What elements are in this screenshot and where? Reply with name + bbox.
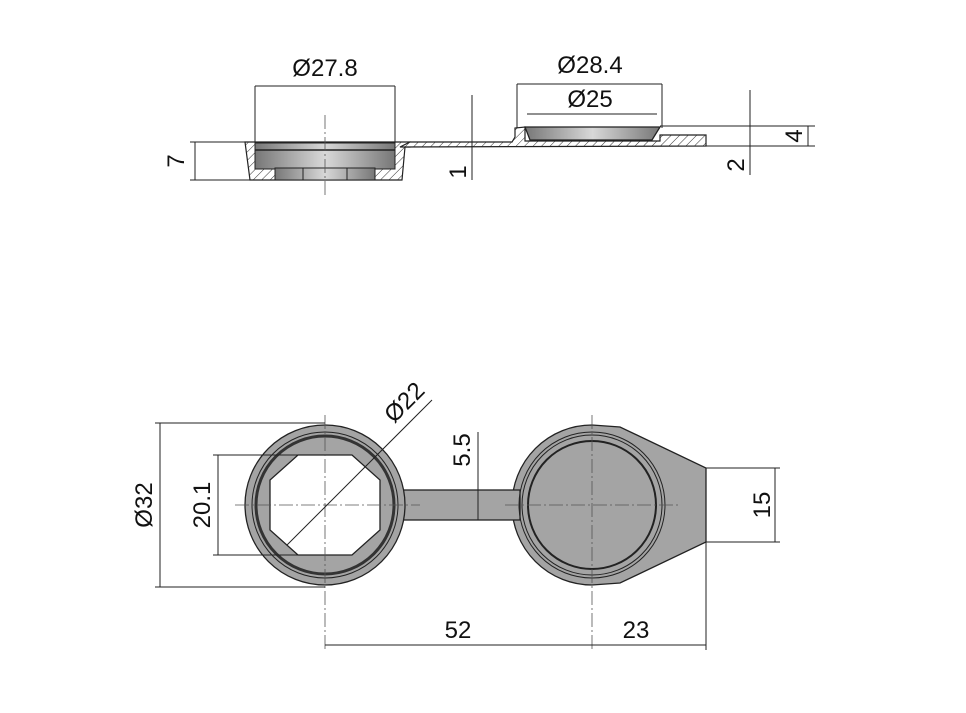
right-cap-recess [524, 126, 662, 141]
dim-tab-length: 23 [623, 617, 650, 644]
dim-strap-width: 5.5 [449, 433, 476, 466]
dim-left-cup-diameter: Ø27.8 [292, 55, 357, 82]
dim-ring-diameter: Ø32 [131, 482, 158, 527]
top-view: Ø32 20.1 Ø22 5.5 15 52 23 [131, 377, 780, 650]
dim-hole-width: 20.1 [189, 482, 216, 529]
dim-center-distance: 52 [445, 617, 472, 644]
dim-right-outer-diameter: Ø28.4 [557, 52, 622, 79]
dim-right-inner-diameter: Ø25 [567, 86, 612, 113]
dim-cup-height: 7 [163, 154, 190, 167]
dim-strap-thickness: 1 [445, 165, 472, 178]
dim-right-height: 4 [781, 129, 808, 142]
strap-section [399, 126, 707, 148]
dim-hole-diameter: Ø22 [379, 377, 430, 428]
dim-tab-width: 15 [749, 492, 776, 519]
dim-flange-thickness: 2 [723, 158, 750, 171]
side-view: Ø27.8 Ø28.4 Ø25 7 1 4 2 [163, 52, 815, 195]
